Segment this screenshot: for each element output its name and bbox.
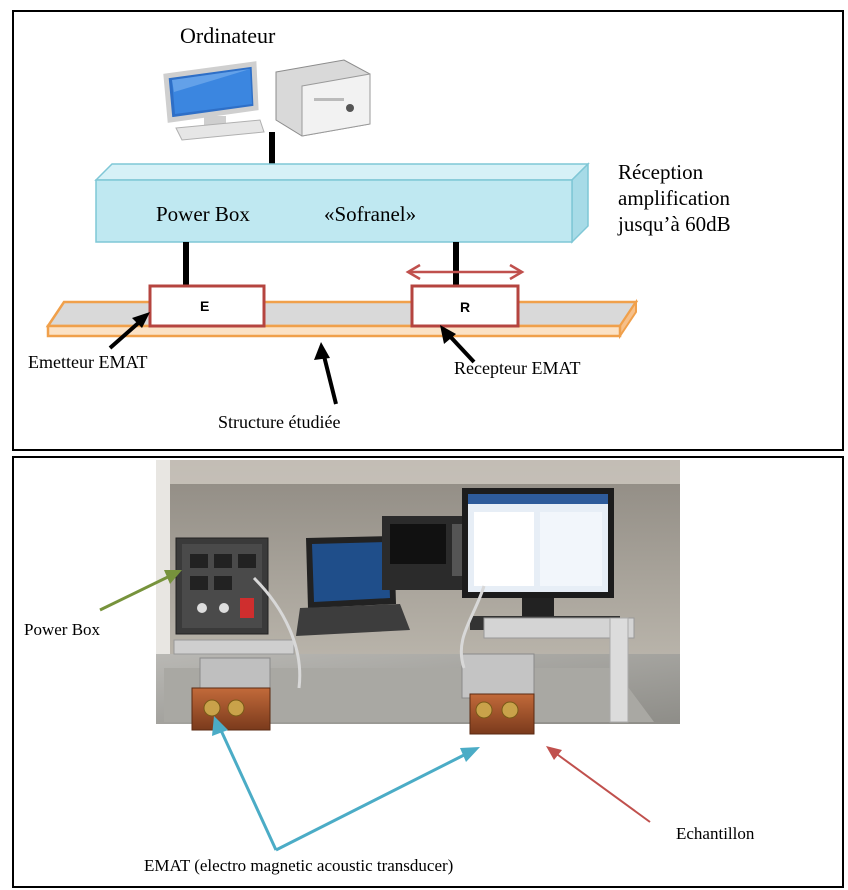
setup-schematic-panel: Ordinateur Power Box «Sofranel» Réceptio… [12, 10, 844, 451]
receiver-label: Recepteur EMAT [454, 358, 581, 378]
emitter-box-letter: E [200, 298, 210, 314]
structure-arrow-icon [314, 342, 338, 405]
reception-line-3: jusqu’à 60dB [618, 212, 731, 236]
double-arrow-icon [405, 263, 525, 281]
computer-label: Ordinateur [180, 23, 276, 48]
setup-photo-panel: Power Box Echantillon EMAT (electro magn… [12, 456, 844, 888]
emat-label: EMAT (electro magnetic acoustic transduc… [144, 856, 454, 875]
emitter-arrow-icon [108, 312, 150, 350]
emitter-sensor-box [148, 284, 266, 328]
power-box-instrument [175, 537, 269, 635]
schematic-graphic [45, 59, 639, 405]
power-box [94, 162, 590, 244]
lab-setup-photo [99, 460, 680, 852]
structure-label: Structure étudiée [218, 412, 341, 432]
receiver-arrow-icon [440, 325, 476, 364]
receiver-sensor-box [410, 284, 520, 328]
power-box-label: Power Box [156, 202, 250, 226]
power-box-arrow-icon [99, 570, 182, 612]
receiver-box-letter: R [460, 299, 471, 315]
oscilloscope [382, 516, 470, 590]
computer-icon [163, 59, 371, 141]
reception-line-1: Réception [618, 160, 704, 184]
echantillon-arrow-icon [546, 746, 651, 823]
photo-power-box-label: Power Box [24, 620, 101, 639]
monitor [462, 488, 620, 630]
sofranel-label: «Sofranel» [324, 202, 417, 226]
left-emat-probe [191, 657, 271, 731]
emitter-label: Emetteur EMAT [28, 352, 148, 372]
laptop [296, 536, 410, 636]
emat-arrow-icon [212, 716, 480, 852]
reception-line-2: amplification [618, 186, 730, 210]
echantillon-label: Echantillon [676, 824, 755, 843]
right-emat-probe [461, 653, 535, 735]
